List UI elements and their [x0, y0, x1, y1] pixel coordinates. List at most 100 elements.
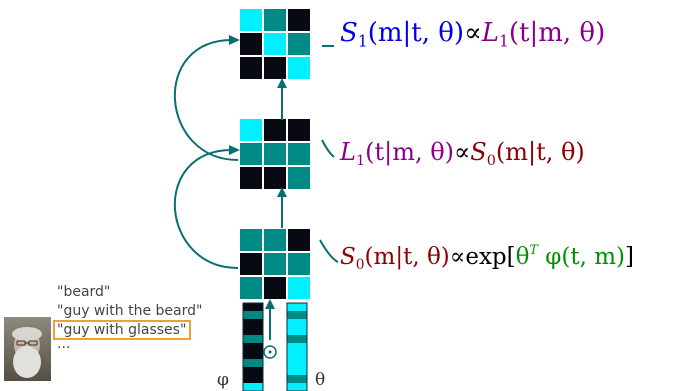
utterance-beard: "beard"	[57, 284, 111, 300]
s0-rbracket: ]	[624, 244, 634, 271]
vec-phi-cell	[243, 343, 263, 351]
l1-head: L	[340, 138, 356, 166]
grid-bottom-cell	[264, 277, 286, 299]
grid-bottom-cell	[240, 253, 262, 275]
grid-bottom-cell	[240, 277, 262, 299]
vec-theta-cell	[287, 335, 307, 343]
recursion-arrow-lower	[173, 149, 239, 269]
grid-top-cell	[264, 9, 286, 31]
utterance-guy-with-beard: "guy with the beard"	[57, 302, 203, 319]
grid-bottom-cell	[264, 229, 286, 251]
grid-top-cell	[240, 9, 262, 31]
grid-middle-cell	[240, 119, 262, 141]
vec-theta-cell	[287, 303, 307, 311]
formula-s1: S1(m|t, θ)∝L1(t|m, θ)	[340, 18, 605, 50]
up-arrow-bottom-to-middle-head	[277, 187, 287, 197]
listener-l1-grid	[240, 119, 310, 189]
vec-theta-cell	[287, 375, 307, 383]
utterance-ellipsis: ...	[57, 336, 71, 352]
formula-l1: L1(t|m, θ)∝S0(m|t, θ)	[340, 138, 585, 169]
s1-rhs-head: L	[481, 18, 499, 48]
phi-label: φ	[217, 370, 229, 390]
grid-top-cell	[288, 9, 310, 31]
grid-bottom-cell	[288, 277, 310, 299]
s0-phi-args: (t, m)	[561, 244, 625, 271]
s0-args: (m|t, θ)	[364, 244, 450, 271]
vec-phi-cell	[243, 335, 263, 343]
s0-exp: exp	[465, 244, 507, 271]
utterance-guy-with-glasses-highlighted: "guy with glasses"	[53, 320, 192, 340]
grid-top-cell	[240, 33, 262, 55]
grid-top-cell	[264, 57, 286, 79]
grid-middle-cell	[288, 143, 310, 165]
vec-theta-cell	[287, 327, 307, 335]
grid-middle-cell	[288, 167, 310, 189]
bearded-man-photo	[4, 317, 51, 381]
grid-top-cell	[288, 57, 310, 79]
l1-args: (t|m, θ)	[365, 138, 455, 166]
grid-bottom-cell	[240, 229, 262, 251]
vec-theta-cell	[287, 311, 307, 319]
grid-bottom-cell	[288, 229, 310, 251]
l1-sub: 1	[355, 153, 366, 170]
grid-bottom-cell	[288, 253, 310, 275]
grid-middle-cell	[264, 119, 286, 141]
recursion-arrow-upper-head	[229, 35, 240, 45]
s1-sub: 1	[357, 32, 368, 51]
s1-rhs-args: (t|m, θ)	[508, 18, 606, 48]
l1-rhs-sub: 0	[486, 153, 496, 170]
vec-phi-cell	[243, 359, 263, 367]
grid-middle-cell	[264, 143, 286, 165]
s0-theta: θ	[515, 244, 530, 271]
s0-head: S	[340, 244, 356, 271]
vec-phi-cell	[243, 375, 263, 383]
s0-prop: ∝	[449, 244, 466, 271]
utterance-list: "beard" "guy with the beard" "guy with g…	[53, 283, 203, 352]
vec-theta-border	[286, 302, 308, 391]
s1-head: S	[340, 18, 358, 48]
speaker-s1-grid	[240, 9, 310, 79]
s0-sub: 0	[355, 256, 365, 273]
s0-lbracket: [	[506, 244, 516, 271]
s0-transpose: T	[529, 242, 538, 257]
formula-s0: S0(m|t, θ)∝exp[θT φ(t, m)]	[340, 242, 634, 273]
theta-weight-vector	[286, 302, 308, 391]
vec-phi-cell	[243, 327, 263, 335]
vec-phi-cell	[243, 383, 263, 391]
vec-phi-cell	[243, 351, 263, 359]
phi-feature-vector	[242, 302, 264, 391]
up-arrow-middle-to-top-head	[277, 78, 287, 88]
s0-phi: φ	[545, 244, 562, 271]
grid-top-cell	[264, 33, 286, 55]
s1-prop: ∝	[464, 18, 482, 48]
up-arrow-vectors-to-bottom-head	[265, 299, 275, 309]
grid-top-cell	[288, 33, 310, 55]
s1-rhs-sub: 1	[498, 32, 509, 51]
l1-rhs-head: S	[470, 138, 487, 166]
grid-top-cell	[240, 57, 262, 79]
vec-phi-cell	[243, 311, 263, 319]
vec-phi-border	[242, 302, 264, 391]
recursion-arrow-lower-head	[229, 145, 240, 155]
vec-theta-cell	[287, 343, 307, 351]
s1-args: (m|t, θ)	[367, 18, 465, 48]
pointer-line-s0	[319, 239, 339, 263]
l1-rhs-args: (m|t, θ)	[495, 138, 585, 166]
dot-product-center	[268, 350, 272, 354]
vec-theta-cell	[287, 359, 307, 367]
speaker-s0-grid	[240, 229, 310, 299]
vec-phi-cell	[243, 319, 263, 327]
grid-middle-cell	[288, 119, 310, 141]
vec-theta-cell	[287, 383, 307, 391]
grid-middle-cell	[240, 167, 262, 189]
pointer-line-l1	[321, 139, 335, 158]
theta-label: θ	[315, 370, 326, 390]
vec-theta-cell	[287, 351, 307, 359]
grid-middle-cell	[264, 167, 286, 189]
grid-middle-cell	[240, 143, 262, 165]
vec-theta-cell	[287, 367, 307, 375]
vec-phi-cell	[243, 303, 263, 311]
grid-bottom-cell	[264, 253, 286, 275]
vec-phi-cell	[243, 367, 263, 375]
